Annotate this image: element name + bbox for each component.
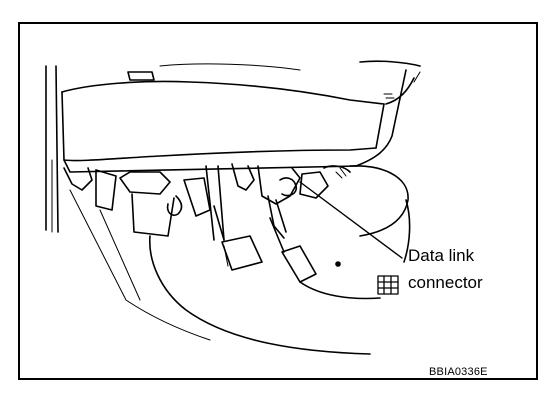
under-dash-components xyxy=(63,163,351,341)
footwell-floor xyxy=(149,165,411,355)
left-pillar xyxy=(45,65,59,233)
accelerator-pedal xyxy=(269,217,317,283)
dashboard-panel xyxy=(61,60,421,173)
callout-label-line2: connector xyxy=(408,273,483,292)
leader-line xyxy=(299,181,403,259)
figure-id: BBIA0336E xyxy=(429,366,488,378)
connector-symbol-icon xyxy=(377,275,399,295)
callout-label-line1: Data link xyxy=(408,246,475,265)
figure-frame xyxy=(18,22,538,380)
brake-pedal xyxy=(213,205,263,271)
